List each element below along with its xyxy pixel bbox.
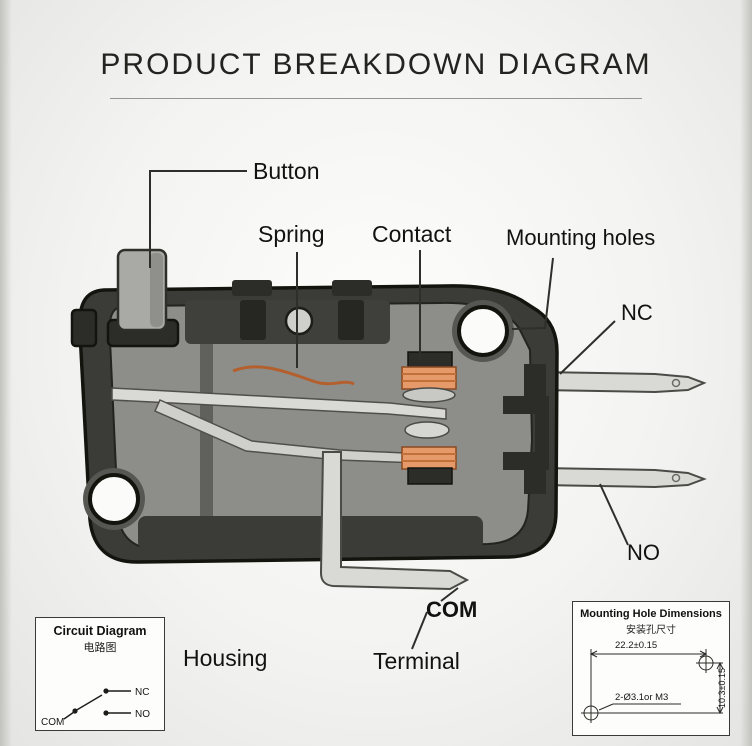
circuit-no-label: NO (135, 709, 150, 720)
label-housing: Housing (183, 645, 268, 671)
nc-terminal-mount (524, 364, 546, 396)
hole-spec-text: 2-Ø3.1or M3 (615, 692, 668, 703)
label-nc: NC (621, 300, 653, 325)
nc-terminal (539, 370, 707, 394)
title-block: PRODUCT BREAKDOWN DIAGRAM (0, 48, 752, 99)
mounting-hole-bottom (83, 468, 145, 530)
mounting-dimensions-box: Mounting Hole Dimensions 安装孔尺寸 22. (572, 601, 730, 736)
label-com: COM (426, 597, 478, 622)
terminals (539, 370, 707, 489)
com-terminal (319, 451, 470, 591)
no-terminal-hole (671, 473, 681, 483)
body-top-lug-left (232, 280, 272, 296)
lower-contact (401, 446, 457, 485)
body-left-lug (70, 308, 98, 348)
leader-terminal (411, 611, 428, 650)
top-center-hole (284, 306, 314, 336)
label-terminal: Terminal (373, 648, 460, 674)
leader-com (440, 587, 459, 602)
label-no: NO (627, 540, 660, 565)
no-terminal-mount (524, 462, 546, 494)
leader-nc (559, 320, 616, 375)
page-title: PRODUCT BREAKDOWN DIAGRAM (100, 48, 652, 81)
upper-contact (401, 351, 457, 403)
label-mounting-holes: Mounting holes (506, 225, 656, 250)
spring (232, 365, 355, 386)
lever-blade (111, 387, 447, 420)
top-slot-right (338, 300, 364, 340)
circuit-box-title: Circuit Diagram (53, 624, 147, 638)
circuit-com-label: COM (41, 717, 64, 728)
title-rule (110, 98, 642, 99)
mounting-box-title: Mounting Hole Dimensions (580, 608, 722, 620)
leader-no (599, 483, 629, 546)
mounting-box-subtitle: 安装孔尺寸 (626, 625, 676, 636)
no-terminal (539, 466, 707, 489)
leader-button (149, 170, 247, 268)
right-bracket (503, 396, 549, 470)
top-slot-left (240, 300, 266, 340)
button-plunger (106, 248, 180, 348)
pivot-disc (404, 421, 450, 439)
mounting-drawing: 22.2±0.15 2-Ø3.1or M3 10.3±0.15 (581, 640, 727, 723)
leader-mounting-holes (511, 257, 554, 330)
label-spring: Spring (258, 221, 325, 247)
mounting-hole-top (452, 300, 514, 362)
label-contact: Contact (372, 221, 452, 247)
label-button: Button (253, 158, 320, 184)
nc-terminal-hole (671, 378, 681, 388)
circuit-diagram-box: Circuit Diagram 电路图 COM NC NO (35, 617, 165, 731)
circuit-nc-label: NC (135, 687, 149, 698)
width-dimension-text: 22.2±0.15 (615, 640, 657, 651)
leader-lines (149, 170, 629, 650)
circuit-schematic: COM NC NO (41, 687, 150, 728)
circuit-box-subtitle: 电路图 (83, 642, 117, 654)
body-top-lug-right (332, 280, 372, 296)
height-dimension-text: 10.3±0.15 (717, 668, 727, 708)
bottom-wall (138, 516, 483, 550)
